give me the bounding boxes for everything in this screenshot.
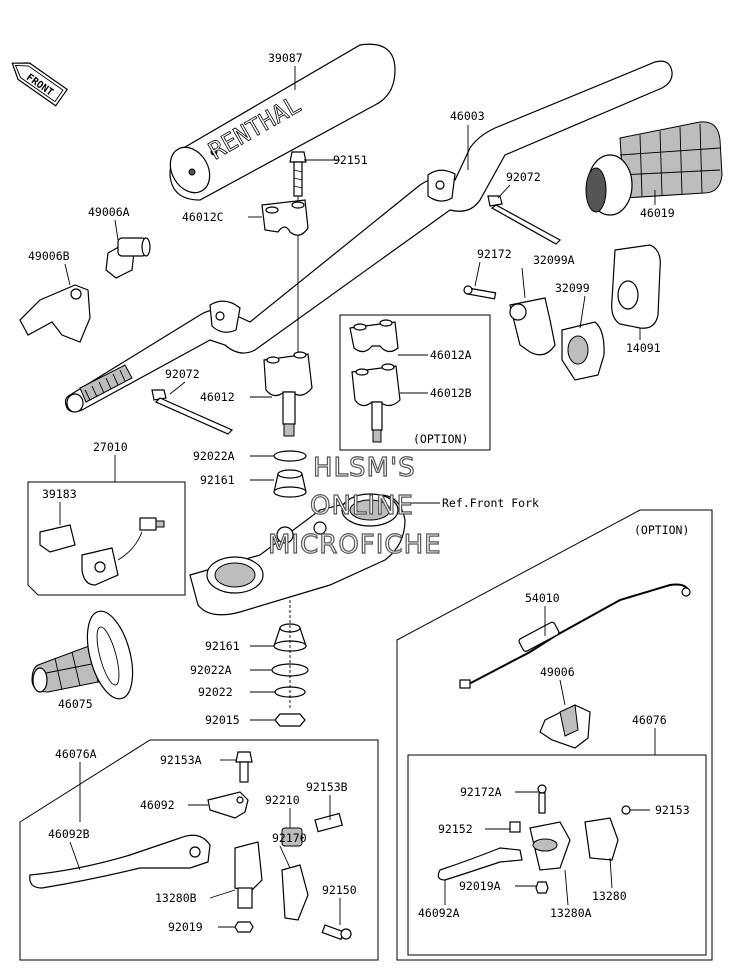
- label-49006: 49006: [540, 665, 575, 679]
- bolt-92150: [321, 924, 352, 941]
- clamp-46012C: [261, 199, 309, 236]
- label-13280A: 13280A: [550, 906, 592, 920]
- label-46012B: 46012B: [430, 386, 472, 400]
- clamp-46012A: [349, 319, 399, 353]
- label-46012C: 46012C: [182, 210, 224, 224]
- option-box-46076: [407, 754, 707, 956]
- lever-box-46076A: [19, 739, 379, 961]
- bolt-92153A: [235, 751, 253, 783]
- label-92019A: 92019A: [459, 879, 501, 893]
- label-46075: 46075: [58, 697, 93, 711]
- option-box-hotstart: [396, 509, 713, 961]
- watermark-line-1: HLSM'S: [313, 453, 416, 483]
- label-92152: 92152: [438, 822, 473, 836]
- label-92161-lower: 92161: [205, 639, 240, 653]
- label-92015: 92015: [205, 713, 240, 727]
- label-92072-upper: 92072: [506, 170, 541, 184]
- label-92172: 92172: [477, 247, 512, 261]
- label-92153A: 92153A: [160, 753, 202, 767]
- lever-46092B: [29, 834, 211, 889]
- label-46092: 46092: [140, 798, 175, 812]
- label-46019: 46019: [640, 206, 675, 220]
- option-box-clamps: [339, 314, 491, 451]
- watermark-line-2: ONLINE: [310, 491, 414, 521]
- label-54010: 54010: [525, 591, 560, 605]
- leader-lines: [59, 66, 656, 928]
- label-92153B: 92153B: [306, 780, 348, 794]
- clamp-46012: [263, 351, 313, 437]
- screw-92172: [463, 285, 497, 300]
- lever-49006: [539, 704, 591, 749]
- rubber-92161-upper: [273, 469, 307, 498]
- label-92150: 92150: [322, 883, 357, 897]
- label-46012: 46012: [200, 390, 235, 404]
- label-92170: 92170: [272, 831, 307, 845]
- bolt-92153B: [314, 812, 343, 833]
- label-46076: 46076: [632, 713, 667, 727]
- label-92151: 92151: [333, 153, 368, 167]
- switch-39183: [39, 517, 165, 586]
- label-39183: 39183: [42, 487, 77, 501]
- label-39087: 39087: [268, 51, 303, 65]
- lever-assembly-46076: [437, 784, 631, 894]
- nut-92019: [234, 921, 254, 933]
- washer-92022A-upper: [273, 450, 307, 462]
- part-labels: 39087 46003 92151 46012C 49006A 49006B 9…: [28, 51, 690, 934]
- cable-tie-92072-upper: [487, 195, 561, 245]
- label-92172A: 92172A: [460, 785, 502, 799]
- watermark: HLSM'S ONLINE MICROFICHE: [267, 452, 442, 560]
- cable-54010: [459, 583, 691, 689]
- label-32099: 32099: [555, 281, 590, 295]
- label-46076A: 46076A: [55, 747, 97, 761]
- label-92022A-lower: 92022A: [190, 663, 232, 677]
- perch-13280B: [234, 841, 263, 909]
- label-option-2: (OPTION): [634, 523, 689, 537]
- label-46092B: 46092B: [48, 827, 90, 841]
- handlebar: [64, 60, 673, 413]
- adjuster-49006A: [105, 237, 151, 279]
- label-option-1: (OPTION): [413, 432, 468, 446]
- adjuster-92210: [281, 827, 303, 847]
- label-92019: 92019: [168, 920, 203, 934]
- throttle-housing-32099A: [509, 297, 556, 356]
- lever-46092: [207, 791, 249, 819]
- handlebar-pad: RENTHAL: [169, 43, 396, 201]
- label-27010: 27010: [93, 440, 128, 454]
- bolt-92151: [289, 151, 307, 370]
- label-49006A: 49006A: [88, 205, 130, 219]
- label-32099A: 32099A: [533, 253, 575, 267]
- label-46012A: 46012A: [430, 348, 472, 362]
- grip-46019: [585, 121, 723, 216]
- label-49006B: 49006B: [28, 249, 70, 263]
- label-92072-lower: 92072: [165, 367, 200, 381]
- cable-tie-92072-lower: [151, 389, 234, 435]
- watermark-line-3: MICROFICHE: [268, 530, 442, 560]
- label-46092A: 46092A: [418, 906, 460, 920]
- upper-triple-clamp: [189, 493, 406, 616]
- label-ref-front-fork: Ref.Front Fork: [442, 496, 539, 510]
- bracket-49006B: [19, 284, 91, 343]
- label-92022A-upper: 92022A: [193, 449, 235, 463]
- clamp-46012B: [351, 363, 401, 443]
- nut-92015: [274, 713, 306, 727]
- grip-46075: [31, 610, 134, 700]
- label-92210: 92210: [265, 793, 300, 807]
- label-92022: 92022: [198, 685, 233, 699]
- label-92161-upper: 92161: [200, 473, 235, 487]
- throttle-cover-14091: [611, 244, 661, 329]
- switch-box-27010: [27, 481, 186, 596]
- label-46003: 46003: [450, 109, 485, 123]
- throttle-housing-32099: [561, 321, 605, 381]
- label-13280: 13280: [592, 889, 627, 903]
- clamp-92170: [281, 864, 309, 921]
- label-13280B: 13280B: [155, 891, 197, 905]
- label-92153: 92153: [655, 803, 690, 817]
- label-14091: 14091: [626, 341, 661, 355]
- front-arrow-icon: FRONT: [11, 62, 68, 107]
